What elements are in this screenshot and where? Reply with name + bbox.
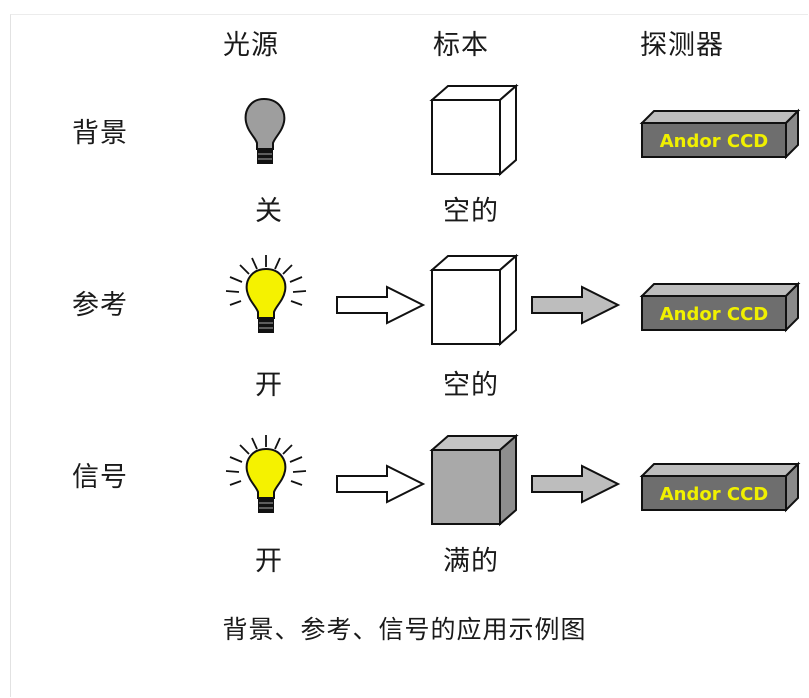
light-state-reference: 开 — [255, 370, 283, 401]
light-state-signal: 开 — [255, 546, 283, 577]
specimen-empty-cube-icon — [429, 83, 519, 177]
header-light-source: 光源 — [223, 30, 279, 61]
header-detector: 探测器 — [640, 30, 724, 61]
detector-andor-ccd-icon: Andor CCD — [639, 281, 801, 333]
specimen-state-background: 空的 — [443, 196, 499, 227]
detector-andor-ccd-icon: Andor CCD — [639, 108, 801, 160]
arrow-filled-icon — [531, 285, 621, 325]
bulb-on-icon — [225, 435, 307, 513]
arrow-outline-icon — [336, 285, 426, 325]
row-label-reference: 参考 — [72, 290, 128, 321]
detector-label-reference: Andor CCD — [660, 304, 769, 325]
light-state-background: 关 — [255, 196, 283, 227]
row-label-signal: 信号 — [72, 462, 128, 493]
detector-label-signal: Andor CCD — [660, 484, 769, 505]
arrow-filled-icon — [531, 464, 621, 504]
arrow-outline-icon — [336, 464, 426, 504]
specimen-state-reference: 空的 — [443, 370, 499, 401]
specimen-state-signal: 满的 — [443, 546, 499, 577]
bulb-off-icon — [244, 97, 286, 164]
detector-label-background: Andor CCD — [660, 131, 769, 152]
detector-andor-ccd-icon: Andor CCD — [639, 461, 801, 513]
header-specimen: 标本 — [433, 30, 489, 61]
bulb-on-icon — [225, 255, 307, 333]
specimen-full-cube-icon — [429, 433, 519, 527]
figure-caption: 背景、参考、信号的应用示例图 — [222, 615, 587, 644]
figure-frame — [10, 14, 808, 697]
specimen-empty-cube-icon — [429, 253, 519, 347]
row-label-background: 背景 — [72, 118, 128, 149]
